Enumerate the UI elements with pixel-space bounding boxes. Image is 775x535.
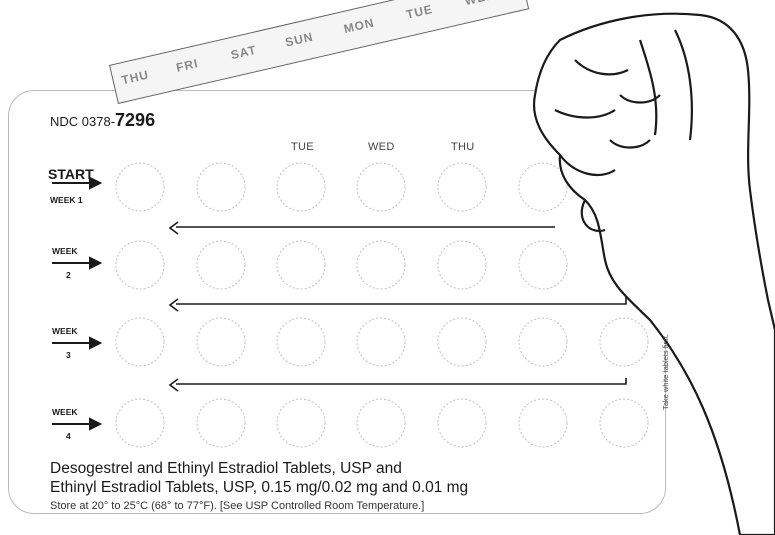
ndc-code: NDC 0378-7296 bbox=[50, 110, 155, 131]
day-label-wed: WED bbox=[368, 141, 395, 153]
product-name-line1: Desogestrel and Ethinyl Estradiol Tablet… bbox=[50, 460, 402, 478]
strip-day: SAT bbox=[229, 43, 258, 63]
tablet-well bbox=[357, 163, 405, 211]
side-note: Take white tablets first. bbox=[661, 334, 670, 410]
tablet-well bbox=[519, 241, 567, 289]
tablet-row-week2 bbox=[116, 241, 567, 289]
row-arrows bbox=[52, 178, 100, 429]
week-label: WEEK bbox=[52, 327, 78, 336]
tablet-row-week1 bbox=[116, 163, 567, 211]
tablet-row-week4 bbox=[116, 399, 648, 447]
strip-day: WED bbox=[463, 0, 496, 8]
strip-day: SUN bbox=[284, 30, 315, 50]
tablet-well bbox=[600, 318, 648, 366]
tablet-well bbox=[277, 163, 325, 211]
tablet-well bbox=[519, 163, 567, 211]
tablet-well bbox=[116, 163, 164, 211]
tablet-well bbox=[438, 163, 486, 211]
tablet-well bbox=[116, 318, 164, 366]
week-label: WEEK bbox=[52, 408, 78, 417]
week-label: WEEK bbox=[52, 247, 78, 256]
return-arrows bbox=[170, 222, 626, 391]
tablet-well bbox=[600, 399, 648, 447]
tablet-well bbox=[357, 241, 405, 289]
ndc-number: 7296 bbox=[115, 110, 155, 130]
tablet-well bbox=[438, 399, 486, 447]
tablet-well bbox=[197, 241, 245, 289]
ndc-prefix: NDC 0378- bbox=[50, 114, 115, 129]
tablet-well bbox=[519, 318, 567, 366]
strip-day: TUE bbox=[405, 2, 434, 22]
tablet-well bbox=[116, 241, 164, 289]
strip-day: FRI bbox=[175, 56, 200, 75]
strip-day: THU bbox=[120, 67, 150, 87]
tablet-well bbox=[197, 318, 245, 366]
product-name-line2: Ethinyl Estradiol Tablets, USP, 0.15 mg/… bbox=[50, 479, 468, 497]
week-number-2: 2 bbox=[66, 271, 71, 280]
tablet-well bbox=[277, 399, 325, 447]
tablet-well bbox=[197, 163, 245, 211]
tablet-well bbox=[277, 241, 325, 289]
strip-day: MON bbox=[342, 15, 375, 36]
storage-instructions: Store at 20° to 25°C (68° to 77°F). [See… bbox=[50, 500, 424, 512]
week-number-4: 4 bbox=[66, 432, 71, 441]
day-label-thu: THU bbox=[451, 141, 475, 153]
tablet-well bbox=[197, 399, 245, 447]
hand-illustration bbox=[534, 14, 775, 535]
tablet-well bbox=[519, 399, 567, 447]
tablet-well bbox=[277, 318, 325, 366]
week-number-3: 3 bbox=[66, 351, 71, 360]
tablet-well bbox=[357, 318, 405, 366]
week1-label: WEEK 1 bbox=[50, 196, 83, 205]
start-label: START bbox=[48, 167, 94, 181]
tablet-well bbox=[438, 318, 486, 366]
tablet-well bbox=[116, 399, 164, 447]
tablet-well bbox=[438, 241, 486, 289]
tablet-row-week3 bbox=[116, 318, 648, 366]
day-label-tue: TUE bbox=[291, 141, 314, 153]
tablet-well bbox=[357, 399, 405, 447]
